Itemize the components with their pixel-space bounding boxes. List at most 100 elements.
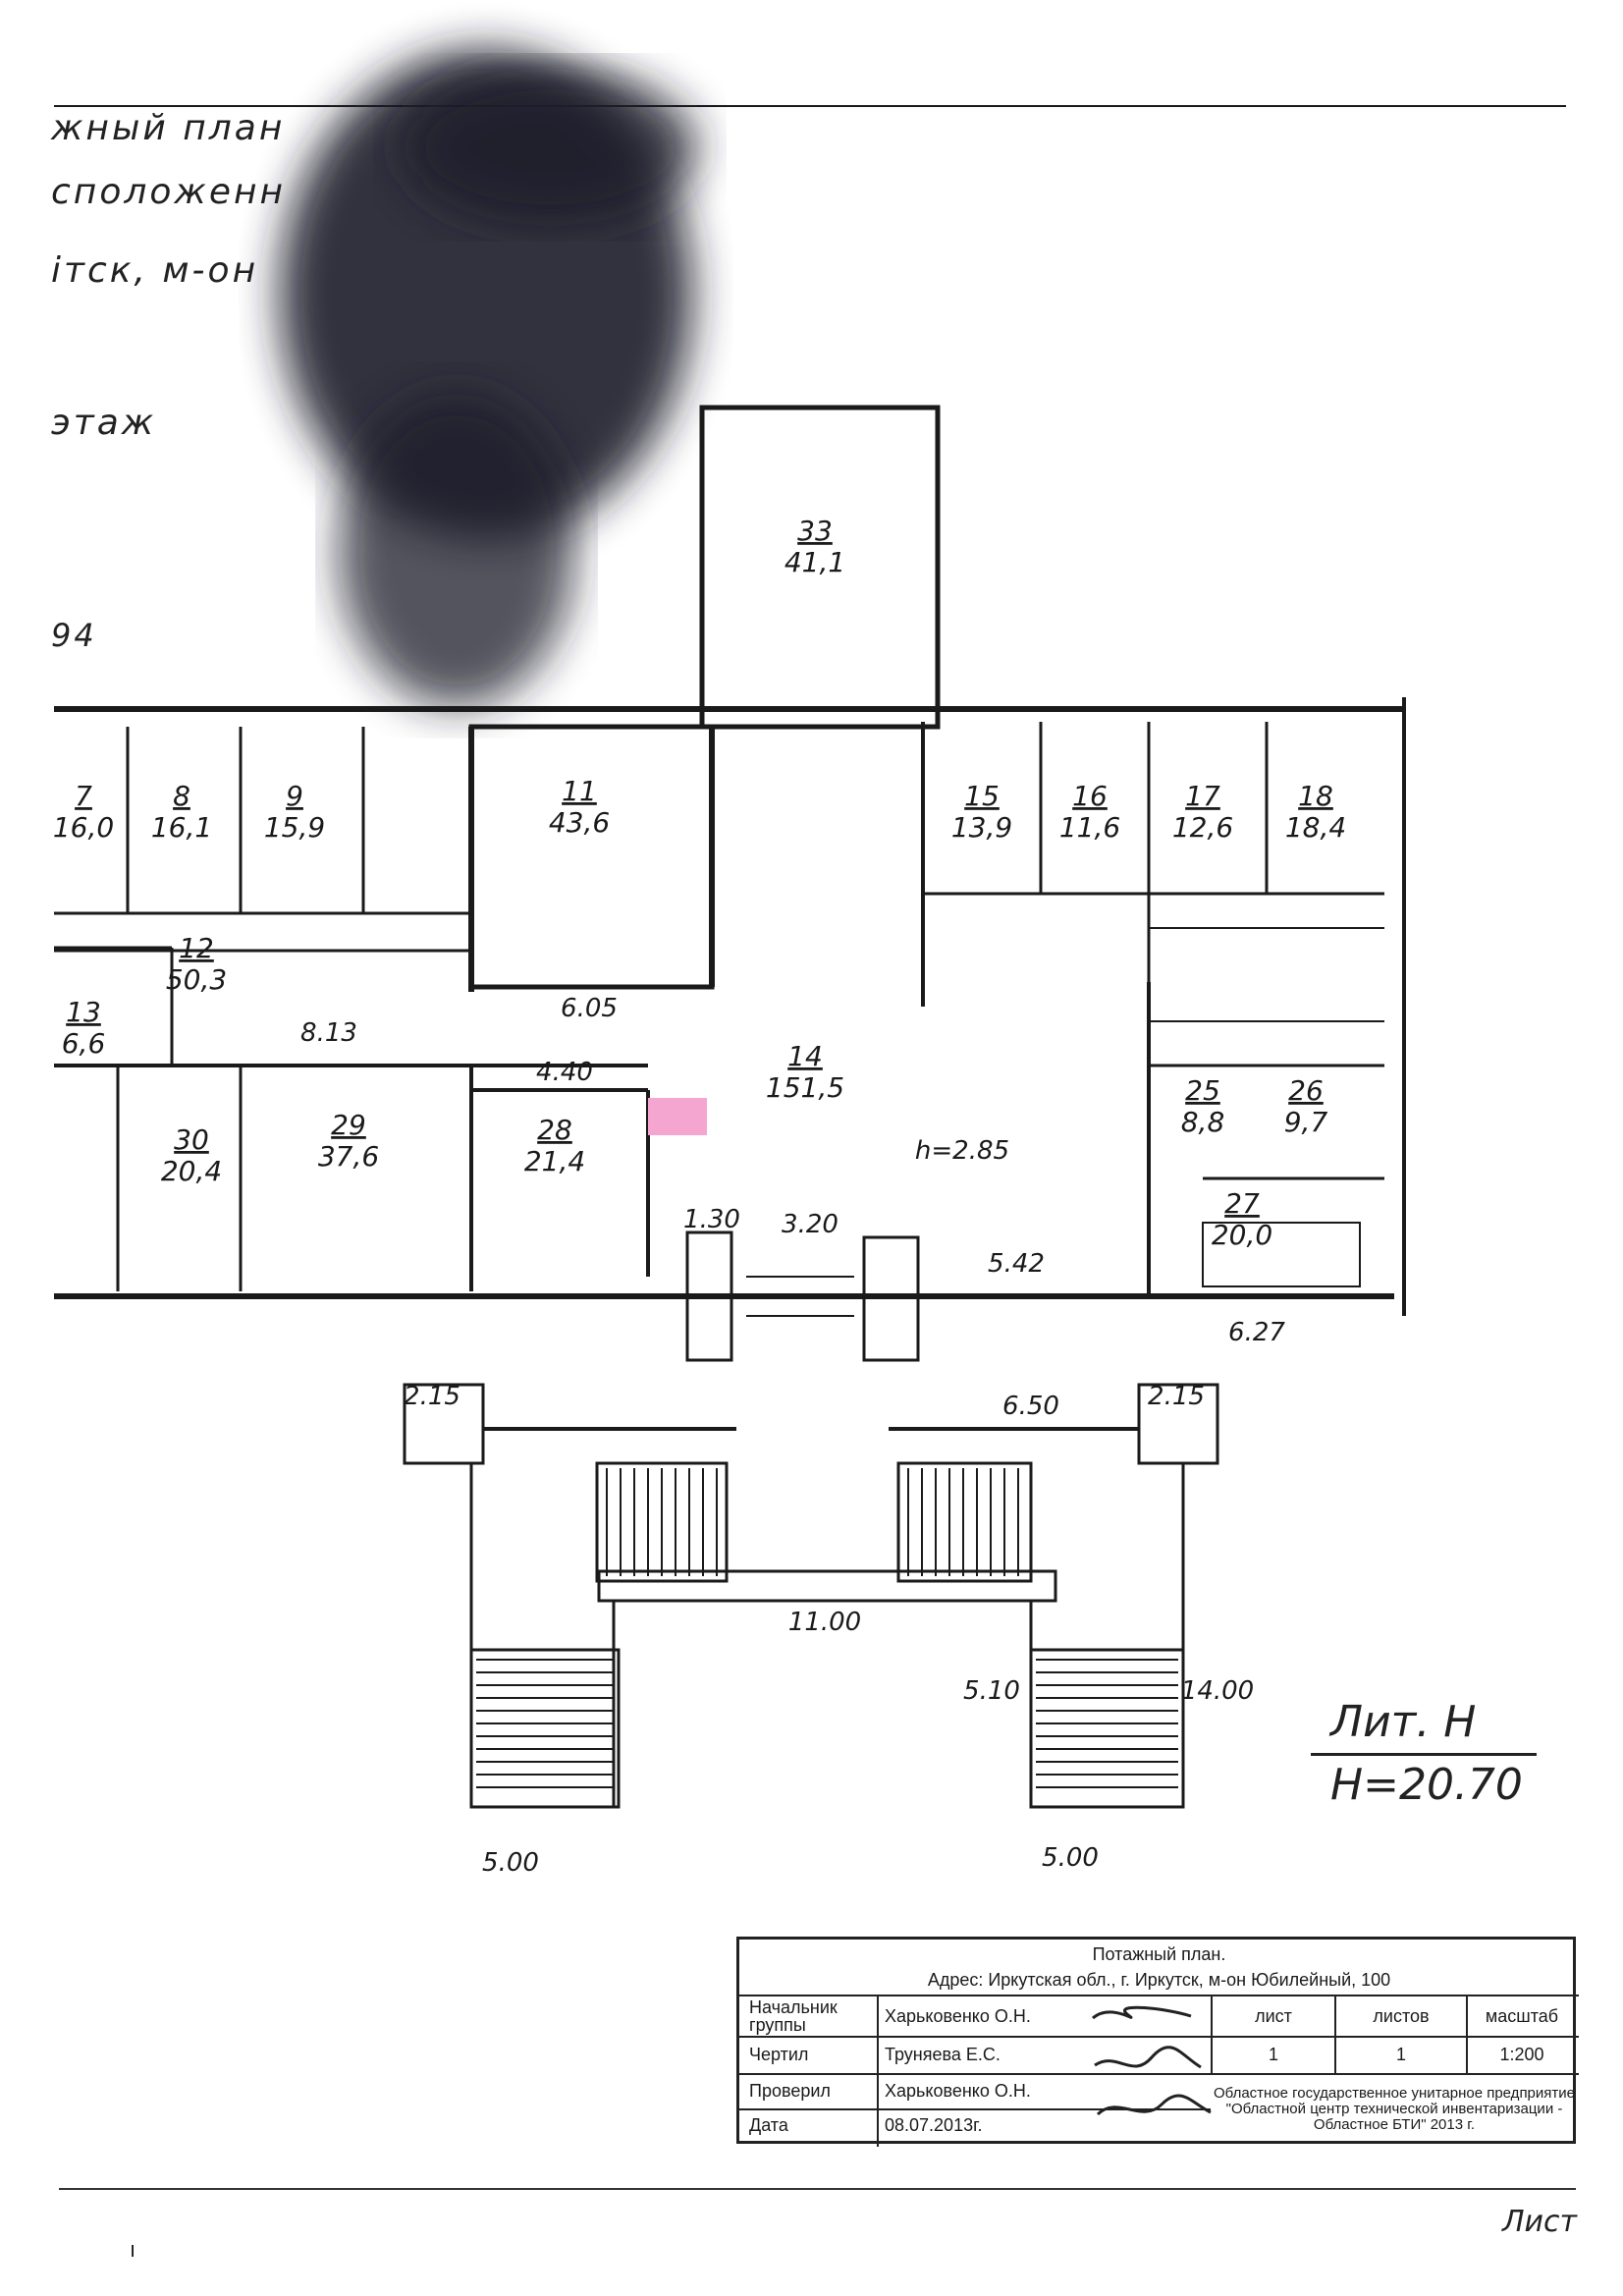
room-area-7: 16,0 bbox=[53, 811, 114, 844]
lit-divider bbox=[1311, 1753, 1537, 1756]
sheet-header: лист bbox=[1255, 2005, 1292, 2026]
dimension-label: 2.15 bbox=[404, 1382, 460, 1411]
room-number-29: 29 bbox=[331, 1109, 366, 1141]
room-area-16: 11,6 bbox=[1059, 811, 1120, 844]
dimension-label: 2.15 bbox=[1148, 1382, 1205, 1411]
dimension-label: 5.10 bbox=[963, 1676, 1020, 1706]
room-area-18: 18,4 bbox=[1285, 811, 1346, 844]
room-area-33: 41,1 bbox=[784, 546, 845, 578]
room-area-8: 16,1 bbox=[151, 811, 212, 844]
stamp-rule bbox=[739, 1995, 1579, 1996]
dimension-label: 6.27 bbox=[1228, 1318, 1285, 1347]
room-area-9: 15,9 bbox=[264, 811, 325, 844]
room-33-walls bbox=[699, 405, 941, 730]
porch-pier bbox=[403, 1383, 485, 1465]
room-number-13: 13 bbox=[66, 996, 101, 1028]
stamp-rule bbox=[739, 2036, 1579, 2038]
room-area-13: 6,6 bbox=[62, 1027, 106, 1060]
room-area-15: 13,9 bbox=[951, 811, 1012, 844]
title-block: Потажный план. Адрес: Иркутская обл., г.… bbox=[736, 1937, 1579, 2147]
role-drafter: Чертил bbox=[749, 2044, 809, 2064]
stamp-rule bbox=[877, 1995, 879, 2147]
room-area-28: 21,4 bbox=[524, 1145, 585, 1177]
sheet-value: 1 bbox=[1268, 2044, 1278, 2064]
sheets-value: 1 bbox=[1395, 2044, 1406, 2064]
stamp-rule bbox=[1211, 1995, 1213, 2073]
room-number-27: 27 bbox=[1224, 1187, 1260, 1220]
stamp-rule bbox=[739, 2108, 1211, 2110]
dimension-label: 4.40 bbox=[536, 1058, 593, 1087]
organization-text: Областное государственное унитарное пред… bbox=[1213, 2085, 1575, 2133]
room-number-9: 9 bbox=[286, 780, 303, 812]
stamp-title: Потажный план. bbox=[1092, 1943, 1226, 1964]
room-area-25: 8,8 bbox=[1181, 1106, 1225, 1138]
room-area-27: 20,0 bbox=[1212, 1219, 1272, 1251]
scale-value: 1:200 bbox=[1499, 2044, 1544, 2064]
dimension-label: 5.42 bbox=[988, 1249, 1045, 1279]
room-area-30: 20,4 bbox=[161, 1155, 222, 1187]
room-number-26: 26 bbox=[1288, 1074, 1324, 1107]
dimension-label: 6.05 bbox=[561, 994, 618, 1023]
room-area-12: 50,3 bbox=[166, 963, 227, 996]
dimension-label: 6.50 bbox=[1002, 1392, 1059, 1421]
dimension-label: 11.00 bbox=[788, 1608, 861, 1637]
porch-landing bbox=[597, 1569, 1057, 1603]
sheet-footer-label: Лист bbox=[1502, 2205, 1578, 2239]
room-area-26: 9,7 bbox=[1284, 1106, 1328, 1138]
room-number-12: 12 bbox=[179, 932, 214, 964]
room-number-33: 33 bbox=[797, 515, 833, 547]
room-number-30: 30 bbox=[174, 1123, 209, 1156]
room-number-16: 16 bbox=[1072, 780, 1108, 812]
left-number: 94 bbox=[51, 617, 97, 654]
steps-right bbox=[896, 1461, 1033, 1583]
entrance-pylon bbox=[685, 1230, 733, 1362]
dimension-label: h=2.85 bbox=[915, 1136, 1009, 1166]
lit-height: Н=20.70 bbox=[1330, 1760, 1523, 1810]
room-area-17: 12,6 bbox=[1172, 811, 1233, 844]
room-number-17: 17 bbox=[1185, 780, 1220, 812]
highlight-mark bbox=[648, 1098, 707, 1135]
stamp-address: Адрес: Иркутская обл., г. Иркутск, м-он … bbox=[927, 1969, 1391, 1990]
stair-left bbox=[469, 1648, 621, 1809]
dimension-label: 5.00 bbox=[1042, 1843, 1099, 1873]
room-number-28: 28 bbox=[537, 1114, 572, 1146]
role-checker: Проверил bbox=[749, 2080, 831, 2101]
room-11-walls bbox=[468, 724, 715, 990]
room-number-7: 7 bbox=[75, 780, 92, 812]
name-drafter: Труняева Е.С. bbox=[885, 2044, 1001, 2064]
room-area-11: 43,6 bbox=[549, 806, 610, 839]
steps-left bbox=[595, 1461, 729, 1583]
signature-scribble bbox=[1092, 2005, 1212, 2116]
heading-line-1: жный план bbox=[51, 108, 286, 148]
room-number-15: 15 bbox=[964, 780, 1000, 812]
room-number-14: 14 bbox=[787, 1040, 823, 1072]
room-number-18: 18 bbox=[1298, 780, 1333, 812]
room-area-29: 37,6 bbox=[318, 1140, 379, 1173]
entrance-pylon bbox=[862, 1235, 920, 1362]
smudge-blob bbox=[403, 69, 697, 226]
name-date: 08.07.2013г. bbox=[885, 2114, 983, 2135]
bottom-rule bbox=[59, 2188, 1576, 2190]
dimension-label: 5.00 bbox=[482, 1848, 539, 1878]
dimension-label: 14.00 bbox=[1181, 1676, 1254, 1706]
stamp-rule bbox=[1334, 1995, 1336, 2073]
lit-letter: Лит. Н bbox=[1330, 1697, 1477, 1747]
floor-label: этаж bbox=[51, 403, 157, 443]
smudge-blob bbox=[339, 393, 574, 707]
name-checker: Харьковенко О.Н. bbox=[885, 2080, 1031, 2101]
role-head: Начальник группы bbox=[749, 1997, 838, 2035]
dimension-label: 1.30 bbox=[683, 1205, 740, 1234]
name-head: Харьковенко О.Н. bbox=[885, 2005, 1031, 2026]
scale-header: масштаб bbox=[1485, 2005, 1559, 2026]
role-date: Дата bbox=[749, 2114, 788, 2135]
stamp-rule bbox=[739, 2073, 1211, 2075]
room-area-14: 151,5 bbox=[766, 1071, 844, 1104]
stamp-rule bbox=[1466, 1995, 1468, 2073]
stamp-rule bbox=[1211, 2073, 1579, 2075]
lit-label: Лит. Н Н=20.70 bbox=[1311, 1697, 1537, 1810]
sheets-header: листов bbox=[1373, 2005, 1430, 2026]
heading-line-2: сположенн bbox=[51, 172, 287, 212]
footer-mark: ı bbox=[130, 2237, 136, 2262]
porch-pier bbox=[1137, 1383, 1219, 1465]
